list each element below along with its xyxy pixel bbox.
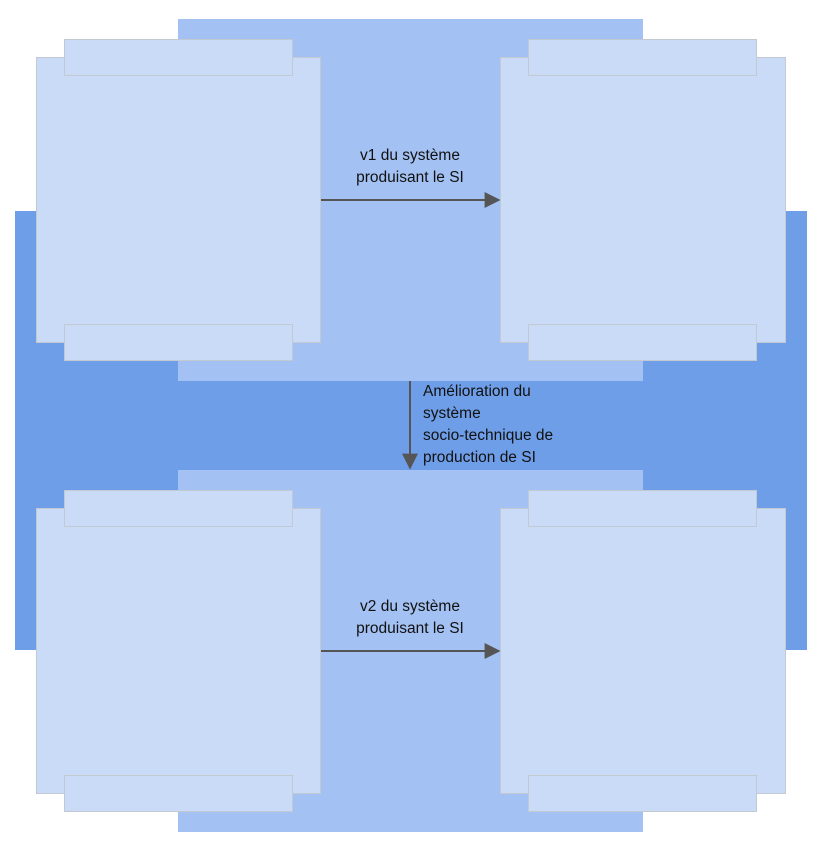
bottom-left-card-top-tab	[64, 490, 293, 527]
top-left-card-top-tab	[64, 39, 293, 76]
top-right-card-bottom-tab	[528, 324, 757, 361]
vertical-improvement-label: Amélioration du système socio-technique …	[423, 383, 554, 466]
top-left-card-bottom-tab	[64, 324, 293, 361]
top-right-card-top-tab	[528, 39, 757, 76]
bottom-flow-label: v2 du système produisant le SI	[356, 598, 464, 637]
top-flow-label: v1 du système produisant le SI	[356, 147, 464, 186]
bottom-right-card	[500, 508, 786, 794]
bottom-right-card-bottom-tab	[528, 775, 757, 812]
bottom-right-card-top-tab	[528, 490, 757, 527]
bottom-left-card-bottom-tab	[64, 775, 293, 812]
top-left-card	[36, 57, 321, 343]
